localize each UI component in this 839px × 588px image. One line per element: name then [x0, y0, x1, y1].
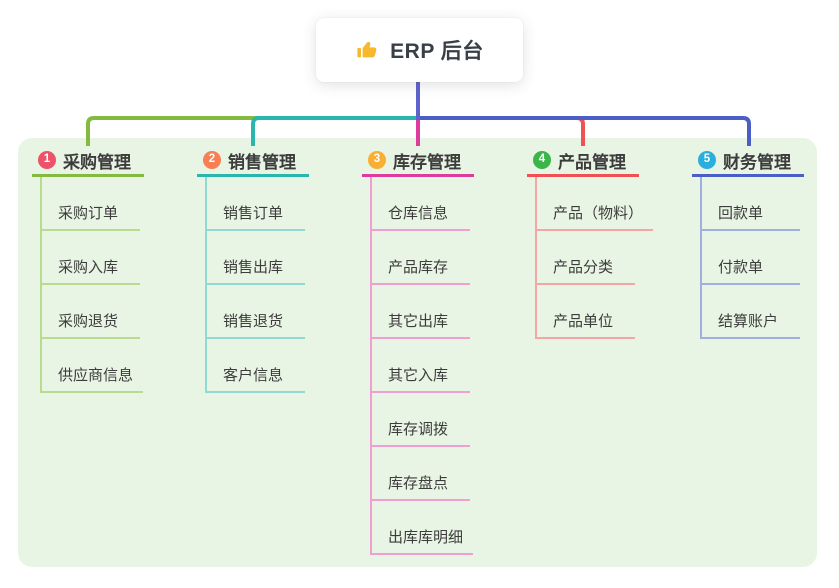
child-node[interactable]: 采购订单	[42, 177, 140, 231]
branch-children: 回款单 付款单 结算账户	[700, 177, 800, 339]
branch-column-2: 2 销售管理 销售订单 销售出库 销售退货 客户信息	[197, 146, 362, 555]
connector-branch-5	[418, 116, 751, 146]
child-node-label: 出库库明细	[388, 528, 464, 546]
connector-branch-2	[251, 116, 418, 146]
child-node[interactable]: 仓库信息	[372, 177, 470, 231]
child-node-label: 产品库存	[388, 258, 449, 276]
branch-column-3: 3 库存管理 仓库信息 产品库存 其它出库 其它入库 库存调拨 库存盘点 出库库…	[362, 146, 527, 555]
branch-column-5: 5 财务管理 回款单 付款单 结算账户	[692, 146, 839, 555]
child-node[interactable]: 供应商信息	[42, 339, 144, 393]
branch-column-4: 4 产品管理 产品（物料） 产品分类 产品单位	[527, 146, 692, 555]
branch-label: 财务管理	[723, 152, 791, 172]
child-node-label: 库存调拨	[388, 420, 449, 438]
child-node-label: 产品（物料）	[553, 204, 644, 222]
connector-branch-4	[418, 116, 585, 146]
child-node[interactable]: 其它入库	[372, 339, 470, 393]
branch-header[interactable]: 2 销售管理	[197, 146, 309, 177]
connector-branch-1	[86, 116, 418, 146]
branch-number-badge: 4	[533, 151, 551, 169]
branch-children: 采购订单 采购入库 采购退货 供应商信息	[40, 177, 144, 393]
branch-header[interactable]: 5 财务管理	[692, 146, 804, 177]
branch-header[interactable]: 3 库存管理	[362, 146, 474, 177]
child-node-label: 采购订单	[58, 204, 119, 222]
child-node[interactable]: 产品单位	[537, 285, 635, 339]
branch-number-badge: 5	[698, 151, 716, 169]
child-node-label: 其它出库	[388, 312, 449, 330]
child-node-label: 产品分类	[553, 258, 614, 276]
child-node-label: 产品单位	[553, 312, 614, 330]
child-node[interactable]: 出库库明细	[372, 501, 474, 555]
child-node-label: 其它入库	[388, 366, 449, 384]
child-node-label: 回款单	[718, 204, 764, 222]
child-node-label: 结算账户	[718, 312, 779, 330]
mindmap-panel	[18, 138, 817, 567]
child-node-label: 仓库信息	[388, 204, 449, 222]
branch-number-badge: 3	[368, 151, 386, 169]
root-node-label: ERP 后台	[390, 40, 484, 63]
child-node-label: 销售订单	[223, 204, 284, 222]
branch-column-1: 1 采购管理 采购订单 采购入库 采购退货 供应商信息	[32, 146, 197, 555]
child-node[interactable]: 销售退货	[207, 285, 305, 339]
branch-children: 销售订单 销售出库 销售退货 客户信息	[205, 177, 305, 393]
child-node-label: 付款单	[718, 258, 764, 276]
branch-label: 销售管理	[228, 152, 296, 172]
branch-label: 库存管理	[393, 152, 461, 172]
child-node[interactable]: 库存调拨	[372, 393, 470, 447]
branch-header[interactable]: 4 产品管理	[527, 146, 639, 177]
child-node[interactable]: 销售订单	[207, 177, 305, 231]
child-node-label: 供应商信息	[58, 366, 134, 384]
child-node-label: 销售退货	[223, 312, 284, 330]
root-node-erp[interactable]: ERP 后台	[316, 18, 523, 82]
branch-children: 仓库信息 产品库存 其它出库 其它入库 库存调拨 库存盘点 出库库明细	[370, 177, 474, 555]
branch-children: 产品（物料） 产品分类 产品单位	[535, 177, 654, 339]
child-node[interactable]: 采购退货	[42, 285, 140, 339]
child-node[interactable]: 产品分类	[537, 231, 635, 285]
thumbs-up-icon	[355, 38, 379, 62]
child-node[interactable]: 产品（物料）	[537, 177, 654, 231]
child-node[interactable]: 库存盘点	[372, 447, 470, 501]
child-node[interactable]: 结算账户	[702, 285, 800, 339]
child-node-label: 采购退货	[58, 312, 119, 330]
child-node[interactable]: 付款单	[702, 231, 800, 285]
branch-number-badge: 1	[38, 151, 56, 169]
branch-number-badge: 2	[203, 151, 221, 169]
branches-row: 1 采购管理 采购订单 采购入库 采购退货 供应商信息 2 销售管理 销售订单 …	[32, 146, 839, 555]
child-node[interactable]: 其它出库	[372, 285, 470, 339]
child-node[interactable]: 销售出库	[207, 231, 305, 285]
branch-label: 产品管理	[558, 152, 626, 172]
child-node[interactable]: 客户信息	[207, 339, 305, 393]
branch-label: 采购管理	[63, 152, 131, 172]
child-node-label: 采购入库	[58, 258, 119, 276]
child-node-label: 库存盘点	[388, 474, 449, 492]
child-node-label: 客户信息	[223, 366, 284, 384]
child-node[interactable]: 产品库存	[372, 231, 470, 285]
child-node[interactable]: 采购入库	[42, 231, 140, 285]
child-node[interactable]: 回款单	[702, 177, 800, 231]
child-node-label: 销售出库	[223, 258, 284, 276]
branch-header[interactable]: 1 采购管理	[32, 146, 144, 177]
